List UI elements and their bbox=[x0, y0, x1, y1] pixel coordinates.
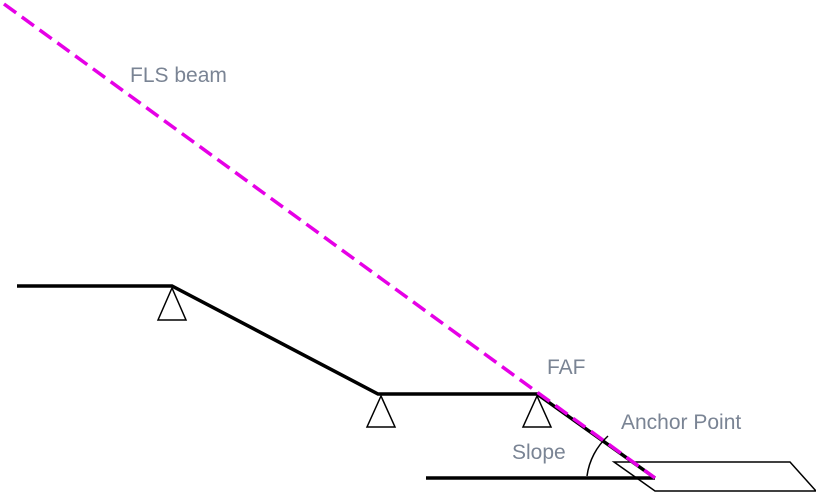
waypoint-icon-1 bbox=[156, 286, 188, 321]
slope-label: Slope bbox=[512, 441, 566, 464]
waypoint-faf-icon bbox=[521, 394, 553, 428]
fls-beam-line bbox=[2, 2, 657, 480]
waypoint-icon-2 bbox=[365, 394, 397, 428]
anchor-point-label: Anchor Point bbox=[621, 411, 742, 434]
fls-beam-label: FLS beam bbox=[130, 64, 227, 87]
runway-shape bbox=[611, 461, 816, 492]
faf-label: FAF bbox=[547, 356, 586, 379]
slope-angle-arc bbox=[586, 435, 609, 477]
